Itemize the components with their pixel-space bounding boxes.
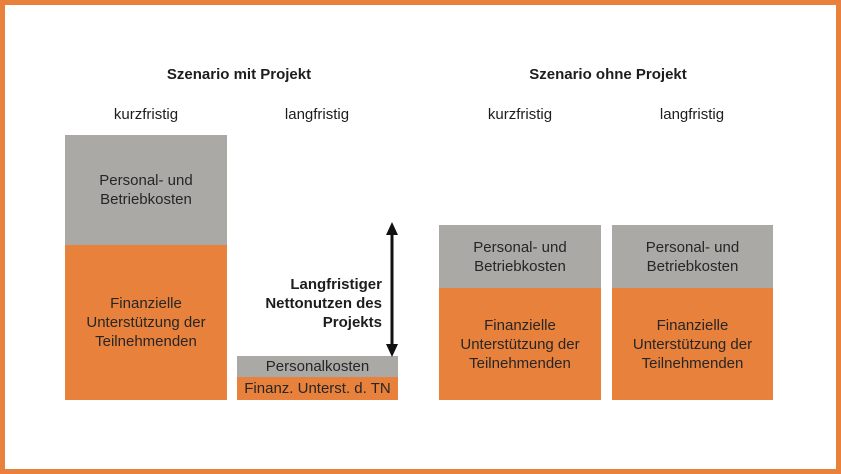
bar-without-project-long-term: Personal- und Betriebkosten Finanzielle …: [612, 225, 773, 400]
segment-personnel-operating-costs: Personal- und Betriebkosten: [439, 225, 601, 288]
bar-with-project-short-term: Personal- und Betriebkosten Finanzielle …: [65, 135, 227, 400]
segment-personnel-operating-costs: Personal- und Betriebkosten: [65, 135, 227, 245]
segment-label: Personal- und Betriebkosten: [99, 172, 193, 208]
segment-label: Finanz. Unterst. d. TN: [244, 380, 391, 397]
column-label-without-long-term: langfristig: [659, 106, 725, 123]
segment-label: Personal- und Betriebkosten: [473, 238, 567, 275]
segment-label: Personalkosten: [265, 358, 370, 375]
segment-personnel-operating-costs: Personal- und Betriebkosten: [612, 225, 773, 288]
bar-with-project-long-term: Personalkosten Finanz. Unterst. d. TN: [237, 356, 398, 400]
segment-label: Finanzielle Unterstützung der Teilnehmen…: [632, 316, 753, 372]
scenario-with-title: Szenario mit Projekt: [166, 66, 312, 83]
column-label-with-short-term: kurzfristig: [113, 106, 179, 123]
segment-personnel-costs: Personalkosten: [237, 356, 398, 377]
segment-financial-support: Finanzielle Unterstützung der Teilnehmen…: [439, 288, 601, 400]
segment-financial-support: Finanzielle Unterstützung der Teilnehmen…: [612, 288, 773, 400]
segment-label: Finanzielle Unterstützung der Teilnehmen…: [86, 295, 206, 350]
net-benefit-arrow-icon: [385, 222, 399, 357]
column-label-with-long-term: langfristig: [284, 106, 350, 123]
net-benefit-annotation: Langfristiger Nettonutzen des Projekts: [265, 276, 382, 331]
segment-financial-support: Finanzielle Unterstützung der Teilnehmen…: [65, 245, 227, 400]
segment-label: Personal- und Betriebkosten: [645, 238, 740, 275]
bar-without-project-short-term: Personal- und Betriebkosten Finanzielle …: [439, 225, 601, 400]
segment-label: Finanzielle Unterstützung der Teilnehmen…: [460, 316, 580, 372]
column-label-without-short-term: kurzfristig: [487, 106, 553, 123]
segment-financial-support-abbrev: Finanz. Unterst. d. TN: [237, 377, 398, 400]
scenario-without-title: Szenario ohne Projekt: [529, 66, 687, 83]
